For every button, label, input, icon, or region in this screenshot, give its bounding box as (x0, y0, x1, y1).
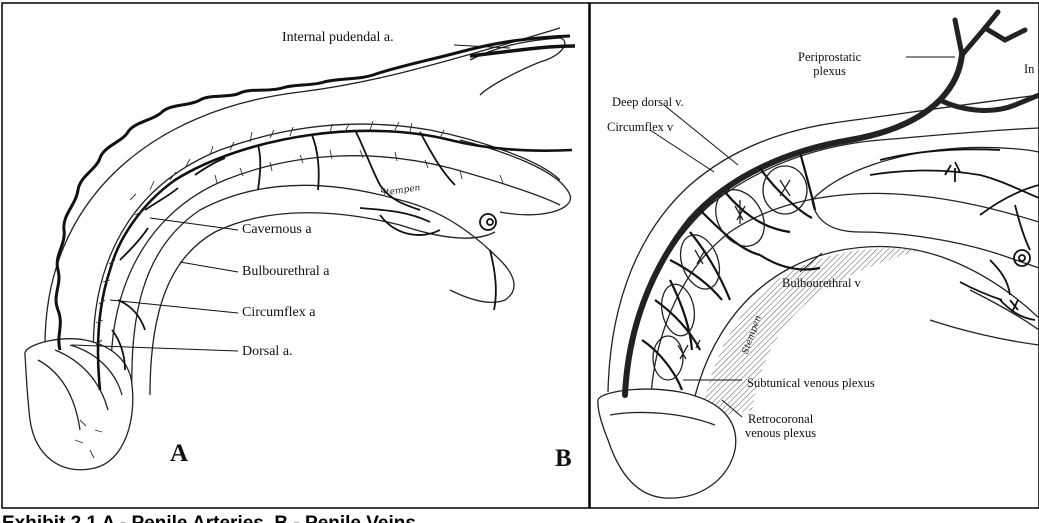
label-circumflex-vein: Circumflex v (607, 120, 673, 134)
label-retrocoronal-venous-plexus: Retrocoronal venous plexus (745, 412, 816, 440)
label-deep-dorsal-vein: Deep dorsal v. (612, 95, 684, 109)
label-internal-pudendal-artery: Internal pudendal a. (282, 30, 394, 46)
panel-b-glans (598, 389, 736, 498)
label-periprostatic-plexus: Periprostatic plexus (798, 50, 861, 78)
panel-b-spongiosum-hatch (700, 248, 920, 420)
panel-b-bulbourethral-veins (870, 149, 1039, 320)
figure-caption: Exhibit 2.1 A - Penile Arteries, B - Pen… (2, 513, 416, 523)
label-cut-off-text: In (1024, 62, 1034, 76)
label-dorsal-artery: Dorsal a. (242, 344, 293, 360)
label-bulbourethral-artery: Bulbourethral a (242, 264, 329, 280)
label-cavernous-artery: Cavernous a (242, 222, 312, 238)
panel-a-glans (25, 339, 133, 470)
figure-caption-strip: Exhibit 2.1 A - Penile Arteries, B - Pen… (0, 512, 1039, 523)
panel-a-letter: A (170, 440, 188, 468)
label-circumflex-artery: Circumflex a (242, 305, 315, 321)
label-bulbourethral-vein: Bulbourethral v (782, 276, 861, 290)
panel-b-letter: B (555, 445, 572, 473)
label-subtunical-venous-plexus: Subtunical venous plexus (747, 376, 875, 390)
panel-a-arterioles (75, 121, 503, 458)
panel-a-branch-arteries (112, 132, 496, 370)
panel-b-leader-lines (650, 57, 955, 417)
